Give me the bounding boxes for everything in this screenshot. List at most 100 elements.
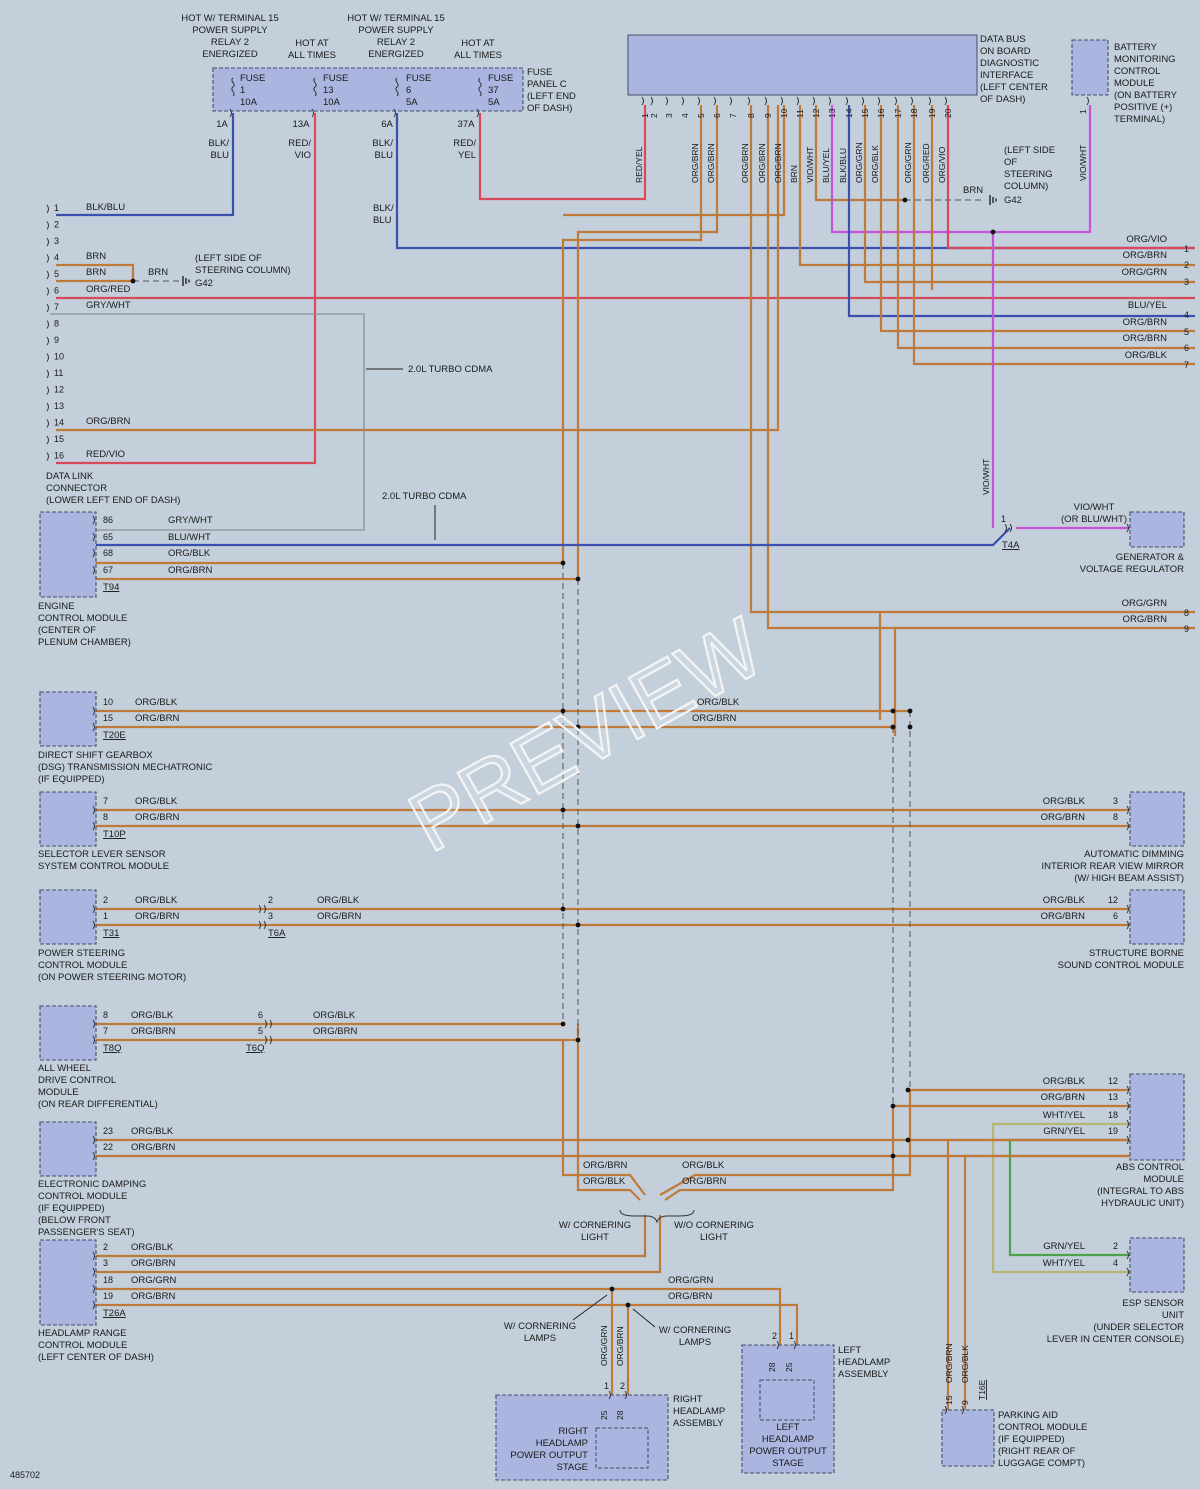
dbg-pin-number: 5 — [696, 113, 706, 118]
pin-number: 13 — [1108, 1092, 1118, 1102]
data-bus-diagnostic-interface — [627, 34, 978, 96]
pin-number: 8 — [1113, 812, 1118, 822]
dlc-pin-number: 7 — [54, 302, 59, 312]
label-line: W/ CORNERING — [504, 1321, 576, 1332]
splice-dot — [625, 1302, 631, 1308]
wire-label: ORG/GRN — [1122, 267, 1168, 278]
wire-blu-yel-row4 — [847, 105, 1195, 318]
wire-label: WHT/YEL — [1043, 1258, 1085, 1269]
connector-id: T94 — [103, 582, 119, 593]
mirror-pin — [1126, 821, 1129, 831]
label-line: VIO/WHT — [1074, 502, 1115, 513]
dlc-pin — [46, 386, 49, 395]
wire-dbg6-ecm67 — [576, 105, 719, 579]
fuse-terminal — [229, 108, 232, 118]
pin-number: 3 — [103, 1258, 108, 1268]
hlr-pin — [92, 1267, 95, 1277]
edc-pin — [92, 1135, 95, 1145]
dbg-pin — [641, 96, 644, 106]
label-line: VOLTAGE REGULATOR — [1080, 564, 1184, 575]
abs-pin — [1126, 1119, 1129, 1129]
dlc-pin — [46, 237, 49, 247]
label-line: DIRECT SHIFT GEARBOX — [38, 750, 153, 761]
pin-number: 19 — [1108, 1126, 1118, 1136]
pin-number: 1 — [1078, 109, 1088, 114]
wire-label: WHT/YEL — [1043, 1110, 1085, 1121]
label-line: MONITORING — [1114, 54, 1176, 65]
dbg-pin-number: 14 — [844, 108, 854, 118]
wire-label: ORG/BLK — [131, 1126, 174, 1137]
inline-t6q — [264, 1019, 267, 1029]
label-line: MODULE — [1143, 1174, 1184, 1185]
label-line: HEADLAMP RANGE — [38, 1328, 127, 1339]
label-line: BLK/ — [372, 138, 393, 149]
wire-label: ORG/BRN — [135, 713, 179, 724]
label-line: POWER SUPPLY — [192, 25, 268, 36]
label-line: OF DASH) — [527, 103, 572, 114]
dbg-pin-number: 4 — [680, 113, 690, 118]
label-line: ALL TIMES — [288, 50, 336, 61]
wire-label: BLK/BLU — [208, 138, 229, 161]
parking-pin — [944, 1405, 947, 1415]
label-line: HEADLAMP — [536, 1438, 588, 1449]
wire-label: ORG/BRN — [1041, 911, 1085, 922]
abs-pin — [1126, 1085, 1129, 1095]
wire-label: ORG/BRN — [313, 1026, 357, 1037]
wire-blk-blu-dlc1 — [56, 113, 235, 217]
pin-number: 2 — [103, 895, 108, 905]
dbg-wire-label: ORG/BRN — [757, 143, 767, 183]
label-line: POSITIVE (+) — [1114, 102, 1172, 113]
label-line: 13 — [323, 85, 334, 96]
label-line: FUSE — [527, 67, 552, 78]
label-line: HOT W/ TERMINAL 15 — [181, 13, 278, 24]
fuse-terminal-label: 37A — [458, 119, 476, 130]
fuse-terminal — [476, 108, 479, 118]
dlc-pin-number: 9 — [54, 335, 59, 345]
label-line: 1 — [240, 85, 245, 96]
pin-number: 9 — [960, 1400, 970, 1405]
dbg-wire-label: ORG/GRN — [903, 142, 913, 183]
generator-name: GENERATOR &VOLTAGE REGULATOR — [1080, 552, 1185, 575]
splice-dot — [890, 724, 896, 730]
label-line: 10A — [323, 97, 341, 108]
label-line: ENGINE — [38, 601, 74, 612]
splice-dot — [575, 922, 581, 928]
pin-number: 15 — [103, 713, 113, 723]
wire-label: ORG/RED — [86, 284, 130, 295]
fuse-terminal — [393, 108, 396, 118]
abs-pin — [1126, 1101, 1129, 1111]
selector-pin — [92, 821, 95, 831]
label-line: LIGHT — [700, 1232, 728, 1243]
label-line: FUSE — [323, 73, 348, 84]
ecm-pin — [92, 532, 95, 542]
label-line: YEL — [458, 150, 476, 161]
label-line: ENERGIZED — [368, 49, 424, 60]
wire-label: BRN — [148, 267, 168, 278]
structure-borne-sound-module — [1129, 889, 1185, 945]
fuse-37-symbol — [478, 77, 482, 97]
left-headlamp-assembly — [741, 1344, 835, 1474]
wire-label: ORG/BRN — [131, 1258, 175, 1269]
dbg-wire-label: BLU/YEL — [821, 148, 831, 183]
dbg-pin — [928, 96, 931, 106]
inline-t6q — [264, 1035, 267, 1045]
pin-number: 2 — [620, 1381, 625, 1391]
ecm-pin — [92, 515, 95, 525]
wire-cornering-right-blk — [659, 1090, 912, 1196]
label-line: DIAGNOSTIC — [980, 58, 1039, 69]
battery-pin — [1086, 96, 1089, 106]
label-line: ESP SENSOR — [1122, 1298, 1184, 1309]
wire-label: BRN — [963, 185, 983, 196]
wire-label: ORG/BLK — [135, 697, 178, 708]
wire-label: ORG/BLK — [1043, 796, 1086, 807]
wire-label: ORG/BLK — [1125, 350, 1168, 361]
connector-id: T6A — [268, 928, 286, 939]
wire-label: VIO/WHT — [981, 459, 991, 495]
